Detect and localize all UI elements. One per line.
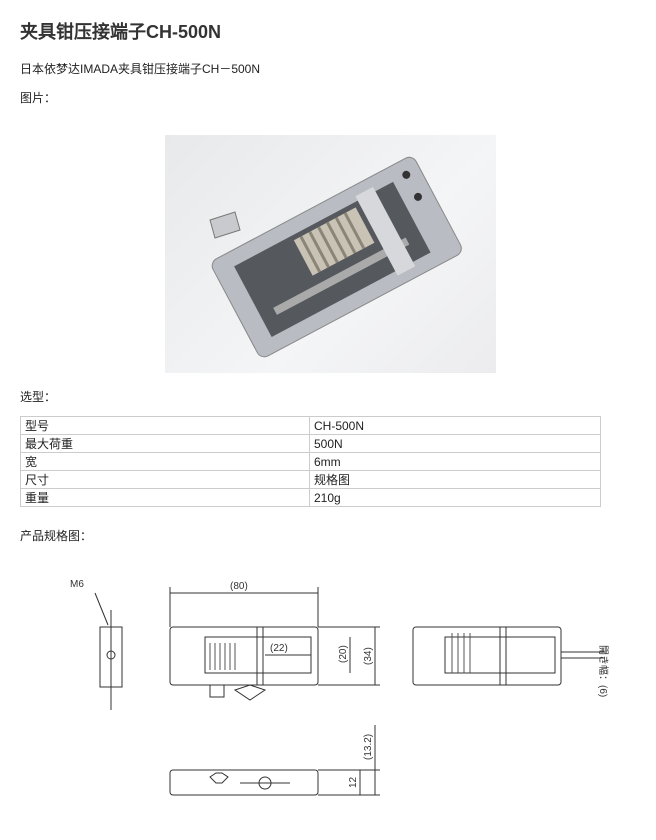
- spec-value: 6mm: [309, 452, 601, 471]
- label-h20: (20): [338, 645, 349, 663]
- product-photo: [165, 135, 496, 373]
- label-opening: 開き幅：(6): [597, 645, 610, 697]
- page-title: 夹具钳压接端子CH-500N: [20, 22, 222, 42]
- spec-label: 重量: [20, 488, 310, 507]
- label-h34: (34): [363, 647, 374, 665]
- label-t12: 12: [348, 776, 359, 788]
- drawing-heading: 产品规格图：: [20, 529, 93, 543]
- spec-value: 规格图: [309, 470, 601, 489]
- spec-label: 尺寸: [20, 470, 310, 489]
- subtitle: 日本依梦达IMADA夹具钳压接端子CH－500N: [20, 62, 261, 76]
- spec-value: 500N: [309, 434, 601, 453]
- table-row: 尺寸规格图: [20, 470, 601, 489]
- label-inner: (22): [270, 643, 288, 654]
- label-length: (80): [230, 581, 248, 592]
- image-heading: 图片：: [20, 91, 57, 105]
- spec-label: 最大荷重: [20, 434, 310, 453]
- spec-label: 宽: [20, 452, 310, 471]
- label-thread: M6: [70, 579, 84, 590]
- spec-value: CH-500N: [309, 416, 601, 435]
- spec-label: 型号: [20, 416, 310, 435]
- selection-heading: 选型：: [20, 390, 57, 404]
- label-h132: (13.2): [363, 734, 374, 760]
- spec-value: 210g: [309, 488, 601, 507]
- dimension-drawing: M6 (80) (22) (20) (34) 開き幅：(6) 12 (13.2): [20, 555, 640, 840]
